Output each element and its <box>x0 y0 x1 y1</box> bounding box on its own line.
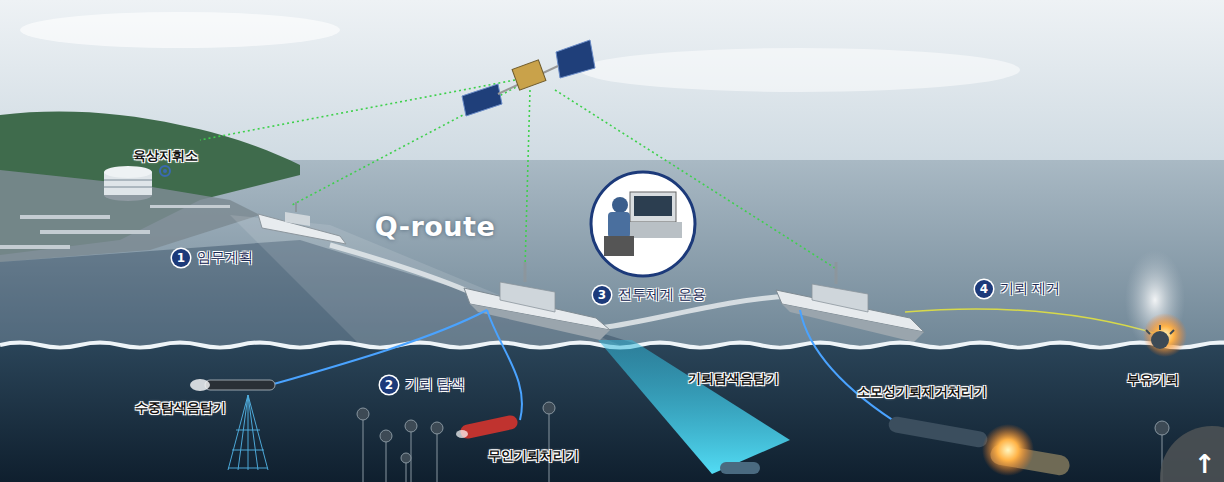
step-label: 임무계획 <box>197 249 253 267</box>
command-building <box>104 166 170 201</box>
console-inset <box>591 172 695 276</box>
ship <box>776 262 924 342</box>
equipment-label: 부유기뢰 <box>1127 371 1179 389</box>
ship <box>464 262 610 340</box>
equipment-label: 수중탐색음탐기 <box>135 399 226 417</box>
step-label: 전투체계 운용 <box>618 286 706 304</box>
seabed-mine <box>720 462 760 474</box>
floating-mine <box>1125 250 1187 357</box>
moored-mine <box>357 402 1169 482</box>
equipment-label: 기뢰탐색음탐기 <box>688 370 779 388</box>
harbor-piers <box>0 205 230 249</box>
ship <box>258 202 346 244</box>
callout-number: 2 <box>380 376 398 394</box>
callout-number: 3 <box>593 286 611 304</box>
scroll-arrow: ↑ <box>1194 449 1216 479</box>
cloud <box>580 48 1020 92</box>
callout-number: 1 <box>172 249 190 267</box>
cloud <box>20 12 340 48</box>
step-label: 기뢰 제거 <box>1000 280 1060 298</box>
callout-number: 4 <box>975 280 993 298</box>
towed-sonar <box>190 379 275 470</box>
mine-disposal-vehicle <box>887 415 1071 476</box>
underwater <box>0 345 1224 482</box>
tow-cable <box>260 310 905 428</box>
satellite-link <box>200 80 835 268</box>
sky <box>0 0 1224 175</box>
route-title: Q-route <box>375 211 495 242</box>
step-label: 기뢰 탐색 <box>405 376 465 394</box>
place-label: 육상지휘소 <box>133 147 198 165</box>
equipment-label: 무인기뢰처리기 <box>488 447 579 465</box>
rov <box>456 414 519 440</box>
equipment-label: 소모성기뢰제거처리기 <box>857 383 987 401</box>
guide-line <box>905 309 1160 335</box>
sonar-beam <box>598 340 790 474</box>
satellite <box>462 40 595 116</box>
scroll-button <box>1160 426 1224 482</box>
